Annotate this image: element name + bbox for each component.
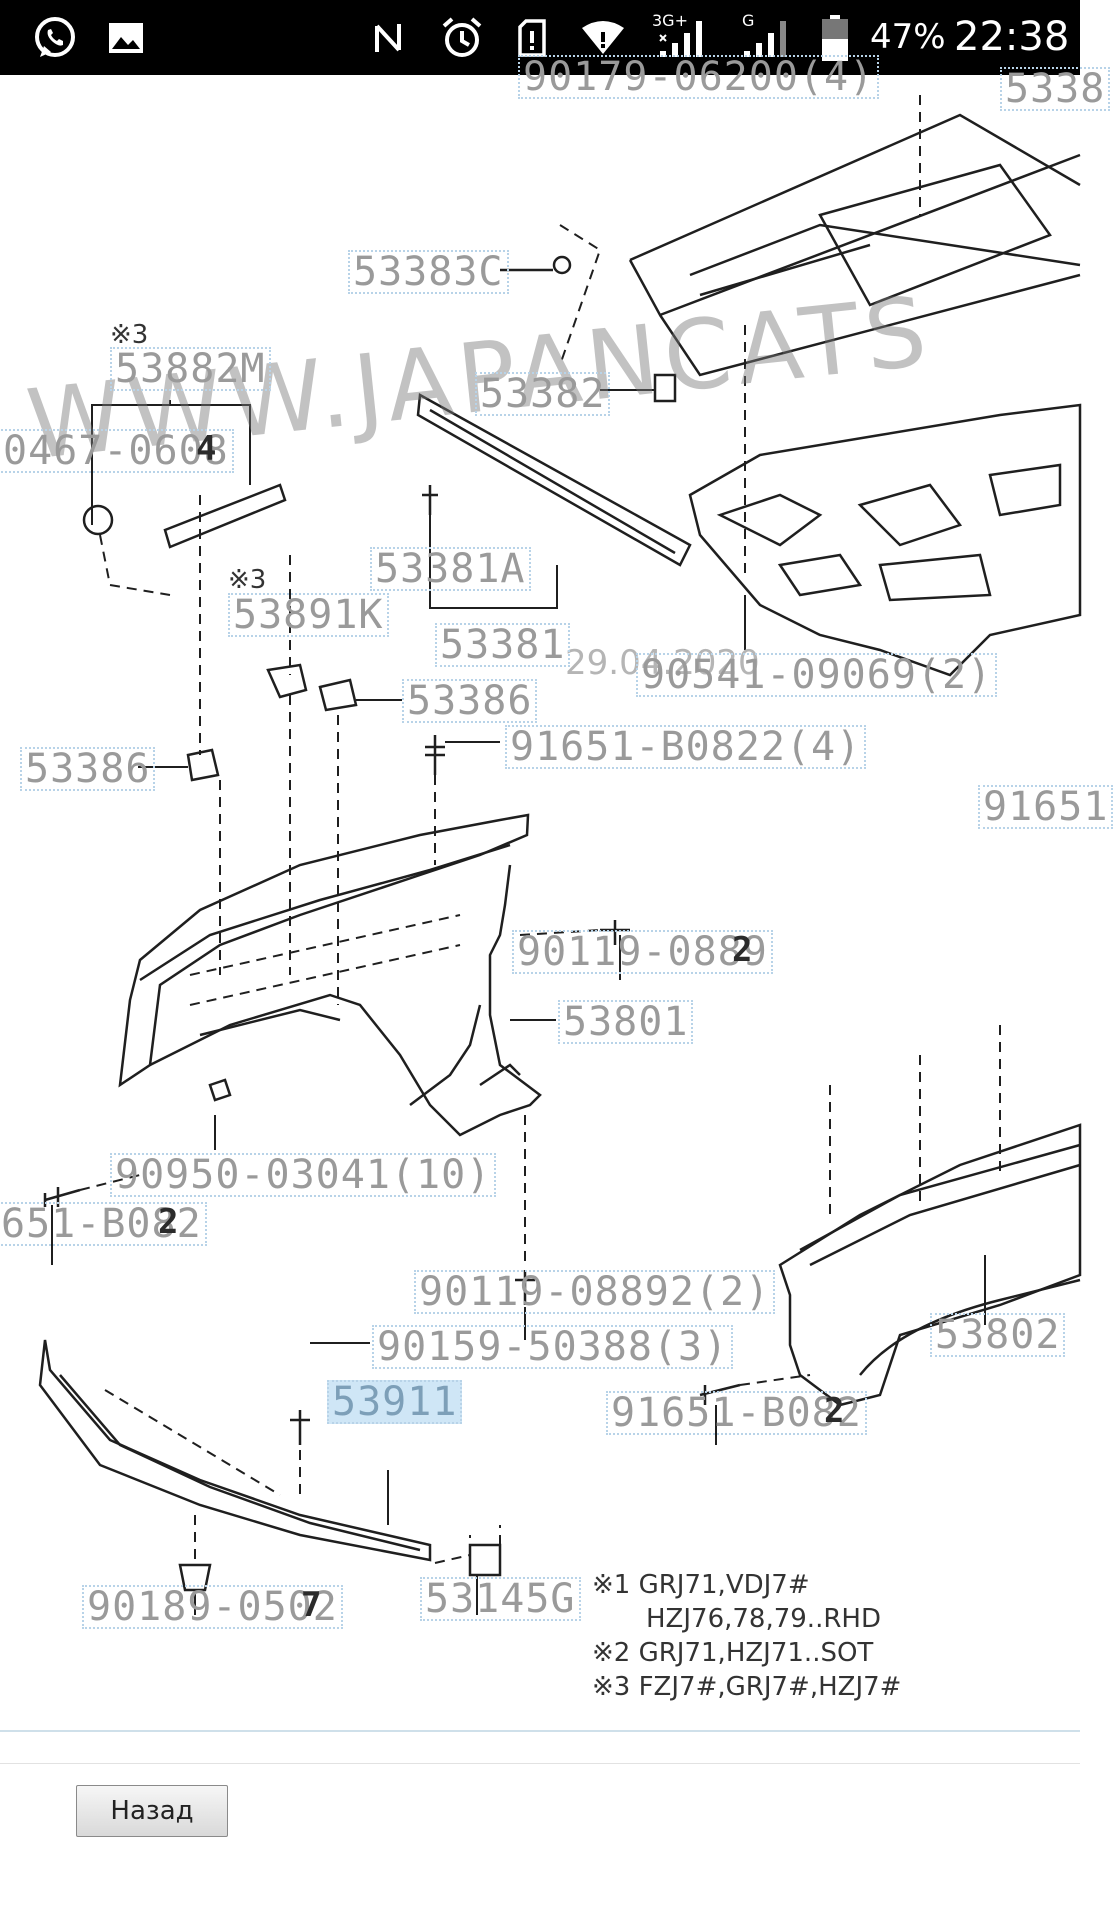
part-label-suffix: 2 bbox=[732, 930, 753, 970]
part-label[interactable]: 91651-B082 bbox=[606, 1391, 867, 1435]
part-label-highlighted[interactable]: 53911 bbox=[327, 1380, 463, 1424]
part-label[interactable]: 53386 bbox=[402, 679, 538, 723]
gallery-icon bbox=[104, 0, 148, 75]
part-label-suffix: 2 bbox=[824, 1391, 845, 1431]
legend-line: ※3 FZJ7#,GRJ7#,HZJ7# bbox=[592, 1672, 902, 1702]
part-label[interactable]: 90159-50388(3) bbox=[372, 1325, 734, 1369]
part-label[interactable]: 0467-0608 bbox=[0, 429, 234, 473]
legend-line: HZJ76,78,79..RHD bbox=[646, 1604, 881, 1634]
wifi-icon bbox=[578, 0, 628, 75]
part-label[interactable]: 651-B082 bbox=[0, 1202, 207, 1246]
applicability-legend: ※1 GRJ71,VDJ7# HZJ76,78,79..RHD ※2 GRJ71… bbox=[592, 1568, 901, 1704]
part-label[interactable]: 90541-09069(2) bbox=[636, 653, 998, 697]
sim-icon bbox=[514, 0, 550, 75]
part-label[interactable]: 53882M bbox=[110, 347, 271, 391]
whatsapp-icon bbox=[30, 0, 80, 75]
part-label[interactable]: 5338 bbox=[1000, 67, 1111, 111]
part-label[interactable]: 90950-03041(10) bbox=[110, 1153, 497, 1197]
network-type-1: 3G+ bbox=[652, 11, 688, 30]
part-label[interactable]: 53383C bbox=[348, 250, 509, 294]
diagram-date: 29.04.2020 bbox=[565, 643, 760, 683]
note-mark: ※3 bbox=[110, 320, 149, 350]
part-label[interactable]: 91651-B0822(4) bbox=[505, 725, 867, 769]
part-label-suffix: 7 bbox=[301, 1585, 322, 1625]
footer-divider bbox=[0, 1763, 1080, 1764]
part-label[interactable]: 90189-0502 bbox=[82, 1585, 343, 1629]
legend-line: ※1 GRJ71,VDJ7# bbox=[592, 1570, 810, 1600]
parts-diagram: WWW.JAPANCATS 29.04.2020 90179-06200(4) … bbox=[0, 55, 1113, 1730]
part-label[interactable]: 90179-06200(4) bbox=[518, 55, 880, 99]
part-label[interactable]: 53145G bbox=[420, 1577, 581, 1621]
part-label[interactable]: 53382 bbox=[475, 372, 611, 416]
part-label[interactable]: 53801 bbox=[558, 1000, 694, 1044]
footer-divider bbox=[0, 1730, 1080, 1732]
part-label[interactable]: 53381A bbox=[370, 547, 531, 591]
diagram-line-art bbox=[38, 95, 1082, 1615]
alarm-icon bbox=[438, 0, 486, 75]
battery-percent: 47% bbox=[870, 17, 946, 57]
clock: 22:38 bbox=[954, 14, 1070, 60]
signal-icon bbox=[656, 0, 712, 75]
part-label-suffix: 4 bbox=[196, 429, 217, 469]
part-label-suffix: 2 bbox=[158, 1202, 179, 1242]
nfc-icon bbox=[368, 0, 408, 75]
network-type-2: G bbox=[742, 11, 755, 30]
signal-icon bbox=[740, 0, 796, 75]
status-bar: 3G+ G 47% 22:38 bbox=[0, 0, 1080, 75]
part-label[interactable]: 53891K bbox=[228, 593, 389, 637]
part-label[interactable]: 53381 bbox=[435, 623, 571, 667]
part-label[interactable]: 53802 bbox=[930, 1313, 1066, 1357]
part-label[interactable]: 91651 bbox=[978, 785, 1113, 829]
part-label[interactable]: 90119-08892(2) bbox=[414, 1270, 776, 1314]
note-mark: ※3 bbox=[228, 565, 267, 595]
part-label[interactable]: 53386 bbox=[20, 747, 156, 791]
part-label[interactable]: 90119-0889 bbox=[512, 930, 773, 974]
back-button[interactable]: Назад bbox=[76, 1785, 228, 1837]
legend-line: ※2 GRJ71,HZJ71..SOT bbox=[592, 1638, 874, 1668]
